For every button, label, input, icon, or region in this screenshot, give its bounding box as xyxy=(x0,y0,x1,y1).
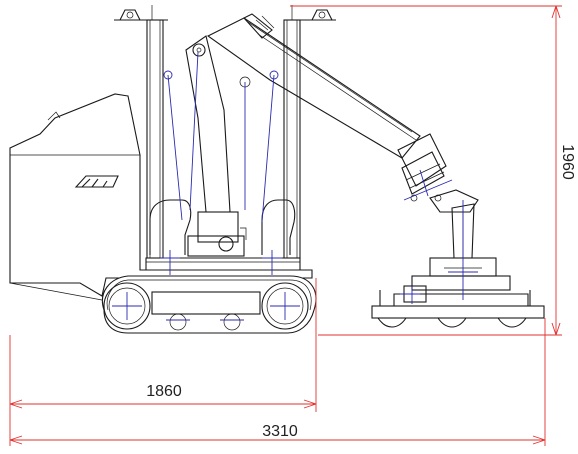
dimension-1960-label: 1960 xyxy=(559,144,576,180)
boom-head xyxy=(397,133,479,213)
rear-body xyxy=(9,93,313,301)
stabilizer-left xyxy=(114,5,168,259)
roller-left xyxy=(169,313,187,331)
lower-boom xyxy=(149,35,296,257)
dimension-lines xyxy=(9,5,562,446)
brand-logo xyxy=(74,175,119,188)
chassis-base xyxy=(145,257,301,271)
dimension-3310-label: 3310 xyxy=(262,423,298,440)
track-frame xyxy=(151,291,261,315)
track-assembly xyxy=(102,275,317,334)
stabilizer-right xyxy=(283,5,336,259)
boom-pivot xyxy=(218,236,234,252)
roller-right xyxy=(223,313,241,331)
idler-wheel xyxy=(261,282,309,330)
dimension-1860-label: 1860 xyxy=(146,383,182,400)
upper-boom xyxy=(206,13,421,159)
construction-lines xyxy=(160,51,478,304)
drive-sprocket xyxy=(103,282,151,330)
vacuum-gripper xyxy=(371,285,545,328)
gripper-mast xyxy=(411,203,511,291)
